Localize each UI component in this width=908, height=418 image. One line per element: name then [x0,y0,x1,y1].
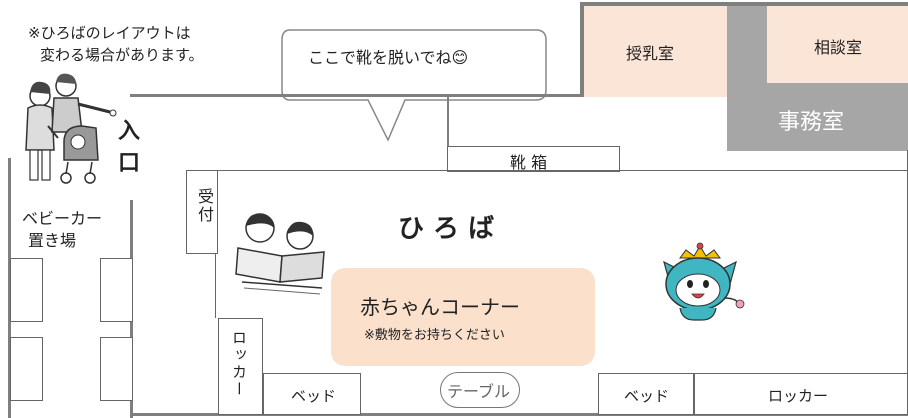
reception-label: 受付 [195,188,214,224]
table [440,372,520,408]
wall-left-outer [8,158,11,418]
speech-bubble [281,29,547,142]
main-hall-outline [215,170,908,171]
bed-right [598,373,694,415]
layout-notice: ※ひろばのレイアウトは 変わる場合があります。 [28,22,204,66]
table-label: テーブル [447,382,511,401]
wall-inner-vertical [447,96,449,148]
children-reading-illustration [235,213,325,295]
locker-right-label: ロッカー [768,387,829,405]
stroller-slot-2 [100,258,133,322]
wall-top-upper [580,2,908,6]
hall-left-line [215,254,216,318]
wall-bottom [130,413,908,416]
stroller-slot-3 [10,337,43,401]
stroller-parking-line1: ベビーカー [22,209,103,228]
consultation-room [767,6,908,83]
baby-corner [331,268,595,366]
bed-left-label: ベッド [291,387,337,405]
family-with-stroller-illustration [25,73,117,184]
office-room-label: 事務室 [778,110,845,135]
stroller-parking-label: ベビーカー 置き場 [22,208,102,252]
wall-top-right-step [580,2,584,97]
office-room [727,83,908,151]
layout-notice-line1: ※ひろばのレイアウトは [28,24,191,42]
entrance-line2: 口 [118,151,141,176]
baby-corner-title: 赤ちゃんコーナー [360,295,520,319]
bed-left [263,373,361,415]
speech-bubble-text: ここで靴を脱いでね😊 [308,48,469,67]
baby-corner-note: ※敷物をお持ちください [364,328,505,343]
consultation-room-label: 相談室 [814,38,863,57]
stroller-parking-line2: 置き場 [28,231,77,250]
reception-desk [186,170,218,254]
stroller-slot-1 [10,258,43,322]
shoe-box-label: 靴 箱 [510,153,548,172]
wall-top-left [130,94,585,97]
main-area-title: ひ ろ ば [398,214,495,244]
entrance-label: 入 口 [118,116,140,180]
locker-vertical-label: ロッカー [230,330,248,398]
locker-right [694,373,908,415]
layout-notice-line2: 変わる場合があります。 [40,46,204,64]
nursing-room-label: 授乳室 [626,44,675,63]
stroller-slot-4 [100,337,133,401]
teal-mascot-illustration [663,242,745,321]
entrance-line1: 入 [118,119,141,144]
locker-vertical [218,318,263,415]
bed-right-label: ベッド [624,387,670,405]
nursing-room [584,6,727,97]
shoe-box [447,146,620,172]
